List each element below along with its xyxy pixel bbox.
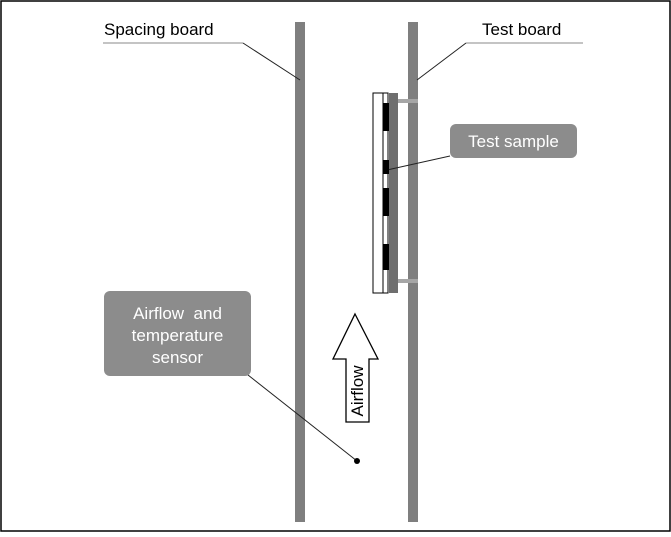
spacing-board-label: Spacing board [104,20,214,39]
sensor-label-line-3: sensor [152,348,203,367]
sample-outer-plate [372,92,384,294]
sensor-label-line-2: temperature [132,326,224,345]
component-3 [383,188,389,216]
top-bracket [396,99,418,103]
test-board-leader [416,42,467,81]
test-sample-leader [386,155,451,171]
test-sample-label: Test sample [468,132,559,151]
sensor-leader [247,374,358,462]
sensor-label-line-1: Airflow and [133,304,222,323]
test-board [408,22,418,522]
component-4 [383,244,389,270]
component-1 [383,103,389,131]
test-board-label: Test board [482,20,561,39]
spacing-board [295,22,305,522]
sample-pcb [389,93,398,293]
airflow-arrow-icon [331,312,380,423]
bottom-bracket [396,279,418,283]
test-sample-point [383,167,389,173]
sensor-callout [104,291,251,376]
airflow-label: Airflow [348,365,367,417]
test-sample-callout [450,124,577,158]
spacing-board-leader [242,42,301,81]
test-sample [372,92,398,294]
sensor-point [354,458,360,464]
